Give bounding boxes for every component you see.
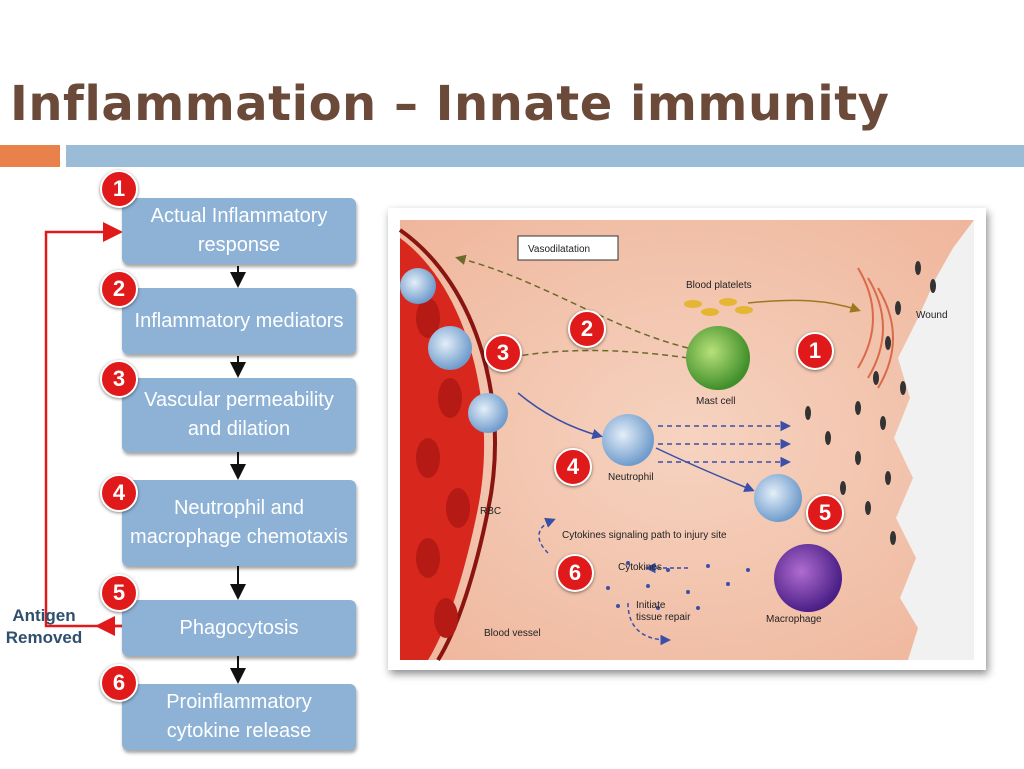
leukocyte-extravasating (468, 393, 508, 433)
inflammation-illustration: Vasodilatation Blood platelets Wound Mas… (388, 208, 986, 670)
initiate-label: Initiate (636, 600, 666, 611)
chemotaxis-arrow-2 (655, 447, 755, 492)
neutrophil-label: Neutrophil (608, 472, 654, 483)
cytokine-dots (586, 561, 750, 610)
step-badge-6: 6 (100, 664, 138, 702)
step-label-5: Phagocytosis (179, 616, 299, 639)
rbc-label: RBC (480, 506, 501, 517)
red-blood-cells (416, 298, 470, 638)
feedback-arrow (44, 222, 123, 628)
macrophage (774, 544, 842, 612)
bacteria (805, 261, 936, 545)
step-box-1: Actual Inflammatory response (122, 198, 356, 264)
step-label-4: Neutrophil and macrophage chemotaxis (130, 497, 348, 548)
mediator-path-2 (505, 349, 689, 362)
mediator-path-1 (455, 254, 689, 349)
blood-vessel-wall (398, 228, 497, 662)
mast-cell (686, 326, 750, 390)
figure-badge-4: 4 (554, 448, 592, 486)
step-badge-3: 3 (100, 360, 138, 398)
illustration-canvas: Vasodilatation Blood platelets Wound Mas… (398, 220, 974, 662)
step-box-6: Proinflammatory cytokine release (122, 684, 356, 750)
antigen-removed-label: Antigen Removed (5, 606, 83, 647)
vasodilatation-box (517, 235, 619, 261)
step-badge-5: 5 (100, 574, 138, 612)
wound-edge (894, 220, 974, 660)
figure-badge-2: 2 (568, 310, 606, 348)
step-badge-4: 4 (100, 474, 138, 512)
vasodilatation-label: Vasodilatation (528, 244, 590, 255)
step-label-2: Inflammatory mediators (134, 309, 344, 332)
wound-tissue-fibers (857, 267, 894, 389)
figure-badge-6: 6 (556, 554, 594, 592)
chemotaxis-arrow-1 (517, 392, 603, 440)
cytokine-signal-arrow (538, 517, 556, 554)
mast-cell-label: Mast cell (696, 396, 735, 407)
step-box-3: Vascular permeability and dilation (122, 378, 356, 452)
platelet-path (747, 299, 861, 313)
neutrophil (602, 414, 654, 466)
step-box-4: Neutrophil and macrophage chemotaxis (122, 480, 356, 566)
cytokines-path-label: Cytokines signaling path to injury site (562, 530, 727, 541)
figure-badge-1: 1 (796, 332, 834, 370)
slide-title: Inflammation – Innate immunity (10, 76, 890, 132)
step-label-1: Actual Inflammatory response (150, 205, 328, 256)
blood-vessel-label: Blood vessel (484, 628, 541, 639)
step-badge-2: 2 (100, 270, 138, 308)
leukocyte-in-vessel-1 (400, 268, 436, 304)
step-box-2: Inflammatory mediators (122, 288, 356, 354)
leukocyte-in-vessel-2 (428, 326, 472, 370)
figure-badge-5: 5 (806, 494, 844, 532)
blood-platelets (684, 298, 753, 316)
step-badge-1: 1 (100, 170, 138, 208)
tissue-repair-label: tissue repair (636, 612, 691, 623)
figure-badge-3: 3 (484, 334, 522, 372)
cytokines-label: Cytokines (618, 562, 662, 573)
neutrophil-phagocytosing (754, 474, 802, 522)
wound-label: Wound (916, 310, 948, 321)
step-label-6: Proinflammatory cytokine release (166, 691, 312, 742)
tissue-repair-arrow (627, 602, 671, 646)
step-box-5: Phagocytosis (122, 600, 356, 656)
macrophage-label: Macrophage (766, 614, 822, 625)
blood-platelets-label: Blood platelets (686, 280, 752, 291)
accent-bar-orange (0, 145, 60, 167)
step-label-3: Vascular permeability and dilation (144, 389, 334, 440)
accent-bar-blue (66, 145, 1024, 167)
